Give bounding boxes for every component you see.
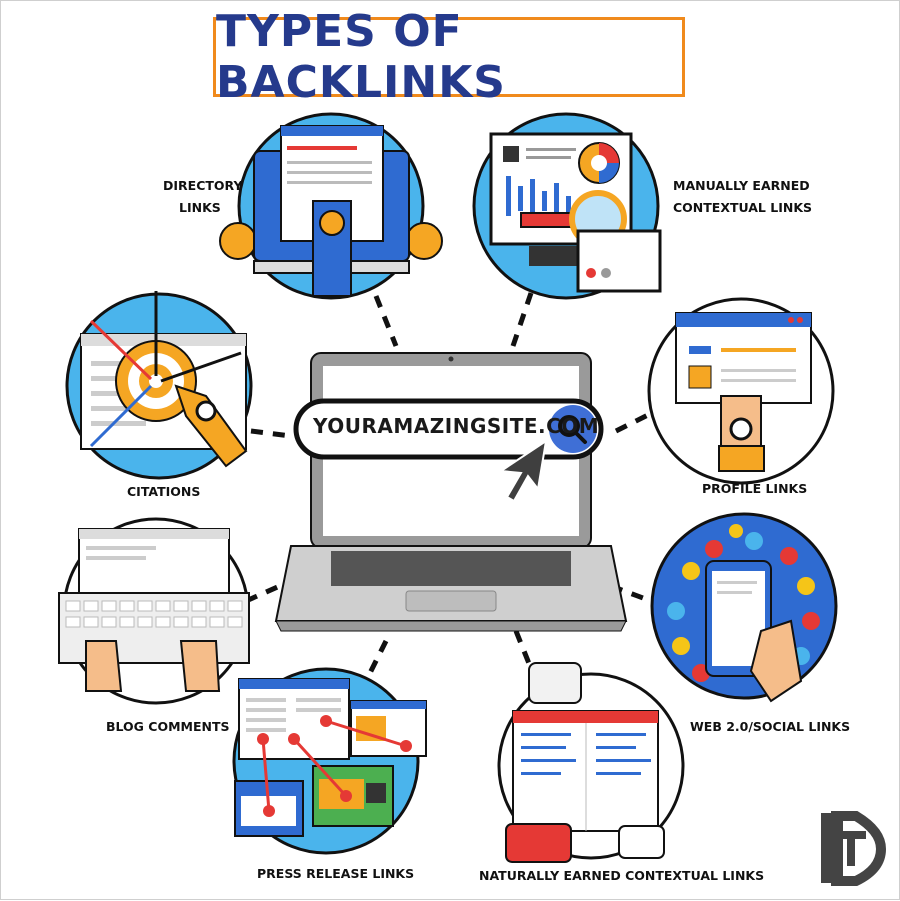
dt-logo-icon [821,811,887,886]
web20-social-illustration [650,512,838,703]
blog-comments-illustration [58,517,250,705]
label-directory-links: DIRECTORY LINKS [163,175,243,219]
label-press-release-links: PRESS RELEASE LINKS [257,866,415,881]
citations-illustration [65,291,253,480]
label-directory-line1: DIRECTORY [163,178,243,193]
search-bar [293,398,604,460]
laptop-illustration [274,352,628,632]
profile-links-illustration [647,297,835,485]
label-manual-line1: MANUALLY EARNED [673,178,810,193]
directory-links-illustration [219,112,443,300]
label-directory-line2: LINKS [179,200,221,215]
manual-links-illustration [472,112,662,300]
page-title: TYPES OF BACKLINKS [216,6,506,108]
magnifier-icon [558,415,587,444]
search-text: YOURAMAZINGSITE.COM [313,414,600,438]
label-manual-line2: CONTEXTUAL LINKS [673,200,813,215]
natural-links-illustration [497,662,685,863]
press-release-illustration [232,667,427,855]
cursor-arrow-icon [498,438,548,503]
label-natural-links: NATURALLY EARNED CONTEXTUAL LINKS [479,868,765,883]
label-web20-social-links: WEB 2.0/SOCIAL LINKS [690,719,851,734]
title-box: TYPES OF BACKLINKS [213,6,685,108]
label-blog-comments: BLOG COMMENTS [106,719,230,734]
label-manual-links: MANUALLY EARNED CONTEXTUAL LINKS [673,175,812,219]
label-profile-links: PROFILE LINKS [702,481,808,496]
label-citations: CITATIONS [127,484,201,499]
